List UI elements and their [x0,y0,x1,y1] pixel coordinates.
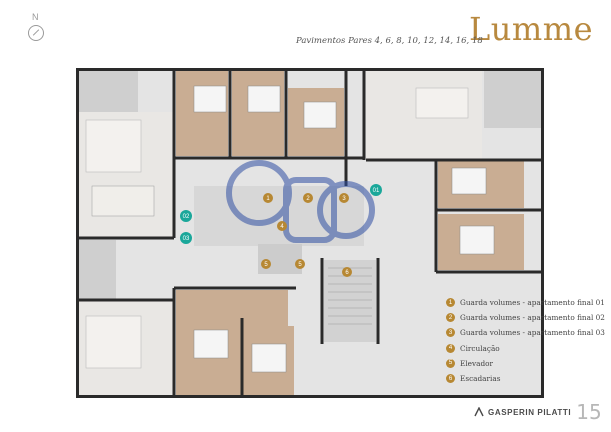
north-label: N [32,12,39,22]
legend-label: Escadarias [460,374,501,384]
marker-apt02-circle [180,210,192,222]
sofa-area-apt01 [415,87,469,119]
marker-4-circle [277,221,287,231]
legend-num: 3 [446,328,455,338]
bed-1 [193,85,227,113]
developer-brand: GASPERIN PILATTI 15 [474,400,602,424]
balcony-top-right [484,70,542,128]
marker-apt02: 02 [183,214,190,220]
bedroom-2-apt02 [232,70,284,156]
balcony-mid-left [78,240,116,300]
legend: 1 Guarda volumes - apartamento final 01 … [446,295,606,386]
legend-num: 1 [446,298,455,308]
legend-num: 4 [446,343,455,353]
bed-2 [247,85,281,113]
marker-5a: 5 [264,262,268,268]
elevator-shaft [258,244,302,274]
floor-plan: 01 02 03 1 2 3 4 5 5 6 [76,68,544,398]
brand-mark-icon [474,407,484,417]
bed-7 [251,343,287,373]
legend-num: 2 [446,313,455,323]
rug-apt02 [85,119,142,173]
legend-item: 5 Elevador [446,356,606,371]
legend-item: 2 Guarda volumes - apartamento final 02 [446,310,606,325]
legend-label: Guarda volumes - apartamento final 03 [460,328,605,338]
marker-1: 1 [266,196,270,202]
bed-4 [451,167,487,195]
marker-3: 3 [342,196,346,202]
brand-years: 15 [576,400,602,424]
marker-2-circle [303,193,313,203]
marker-5b-circle [295,259,305,269]
brand-name: GASPERIN PILATTI [488,407,572,417]
rug-apt03 [85,315,142,369]
legend-num: 5 [446,358,455,368]
marker-3-circle [339,193,349,203]
marker-6-circle [342,267,352,277]
legend-item: 1 Guarda volumes - apartamento final 01 [446,295,606,310]
brand-logo: Lumme [469,10,593,48]
walls [76,68,544,398]
marker-apt01: 01 [373,188,380,194]
bed-5 [459,225,495,255]
north-compass: N [26,12,46,46]
floor-subtitle: Pavimentos Pares 4, 6, 8, 10, 12, 14, 16… [296,36,483,46]
legend-item: 4 Circulação [446,341,606,356]
bedroom-1-apt02 [176,70,228,156]
legend-num: 6 [446,374,455,384]
legend-label: Guarda volumes - apartamento final 02 [460,313,605,323]
marker-apt03-circle [180,232,192,244]
marker-apt03: 03 [183,236,190,242]
legend-label: Elevador [460,358,494,368]
compass-icon [28,25,44,41]
balcony-top-left [78,70,138,112]
marker-5b: 5 [298,262,302,268]
marker-2: 2 [306,196,310,202]
dining-table-apt02 [91,185,155,217]
watermark-logo [226,160,375,243]
marker-1-circle [263,193,273,203]
marker-5a-circle [261,259,271,269]
bed-6 [193,329,229,359]
bed-3 [303,101,337,129]
legend-item: 6 Escadarias [446,371,606,386]
legend-label: Guarda volumes - apartamento final 01 [460,298,605,308]
legend-label: Circulação [460,343,500,353]
marker-4: 4 [280,224,284,230]
legend-item: 3 Guarda volumes - apartamento final 03 [446,325,606,340]
plan-markers: 01 02 03 1 2 3 4 5 5 6 [180,184,382,277]
marker-apt01-circle [370,184,382,196]
marker-6: 6 [345,270,349,276]
